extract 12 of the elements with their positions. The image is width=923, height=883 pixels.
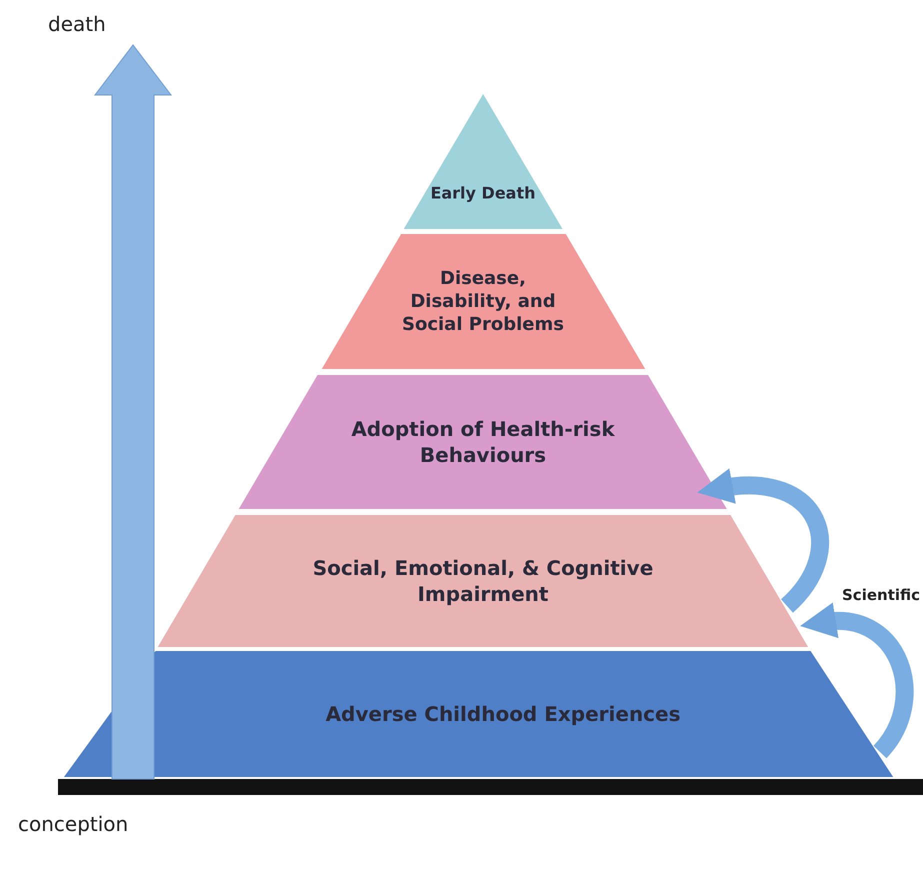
pyramid-tier [237,374,729,510]
pyramid-base [62,650,895,778]
axis-label: death [48,12,106,36]
tier-label: Social, Emotional, & Cognitive Impairment [312,555,654,607]
pyramid-tier [402,92,564,230]
axis-label: conception [18,812,128,836]
tier-label: Adoption of Health-risk Behaviours [350,416,616,468]
tier-label: Adverse Childhood Experiences [324,701,682,727]
tier-label: Early Death [429,184,537,204]
pyramid-tier [320,233,646,370]
tier-label: Disease, Disability, and Social Problems [401,266,565,337]
pyramid-tier [156,514,810,648]
